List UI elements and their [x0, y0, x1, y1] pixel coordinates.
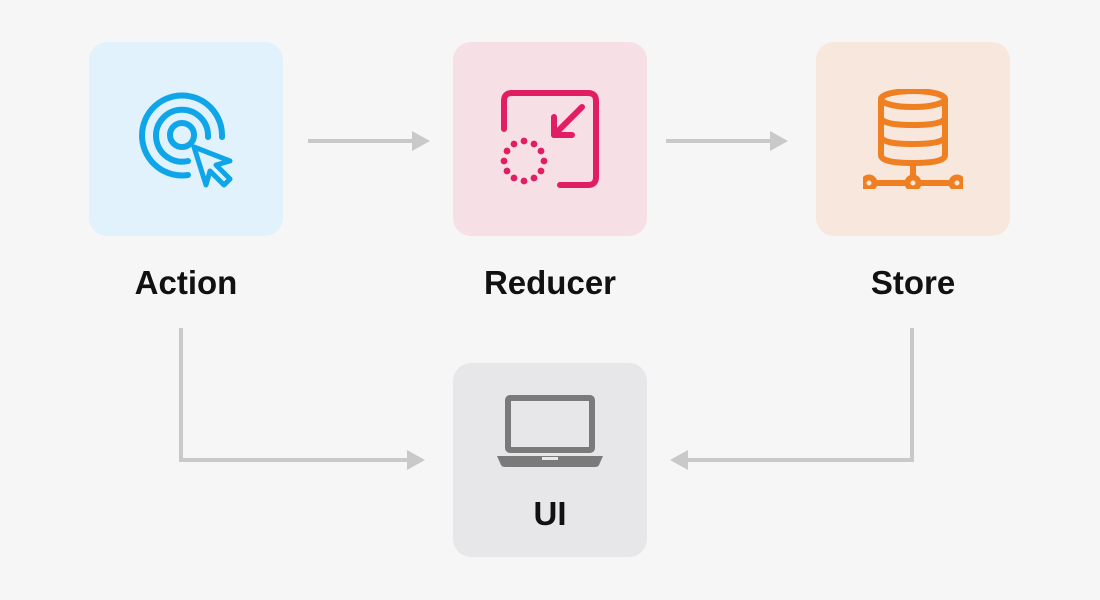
- ui-tile: UI: [453, 363, 647, 557]
- reducer-tile: [453, 42, 647, 236]
- arrow-store-to-ui: [670, 328, 914, 470]
- arrow-action-to-reducer: [308, 131, 430, 151]
- ui-label: UI: [533, 495, 567, 532]
- laptop-icon: [497, 395, 603, 467]
- arrow-action-to-ui: [179, 328, 425, 470]
- store-tile: [816, 42, 1010, 236]
- action-tile: [89, 42, 283, 236]
- database-network-icon: [863, 89, 963, 189]
- target-cursor-icon: [139, 92, 233, 188]
- arrow-reducer-to-store: [666, 131, 788, 151]
- resize-shrink-icon: [500, 90, 599, 188]
- store-label: Store: [870, 264, 956, 301]
- action-label: Action: [134, 264, 238, 301]
- reducer-label: Reducer: [483, 264, 617, 301]
